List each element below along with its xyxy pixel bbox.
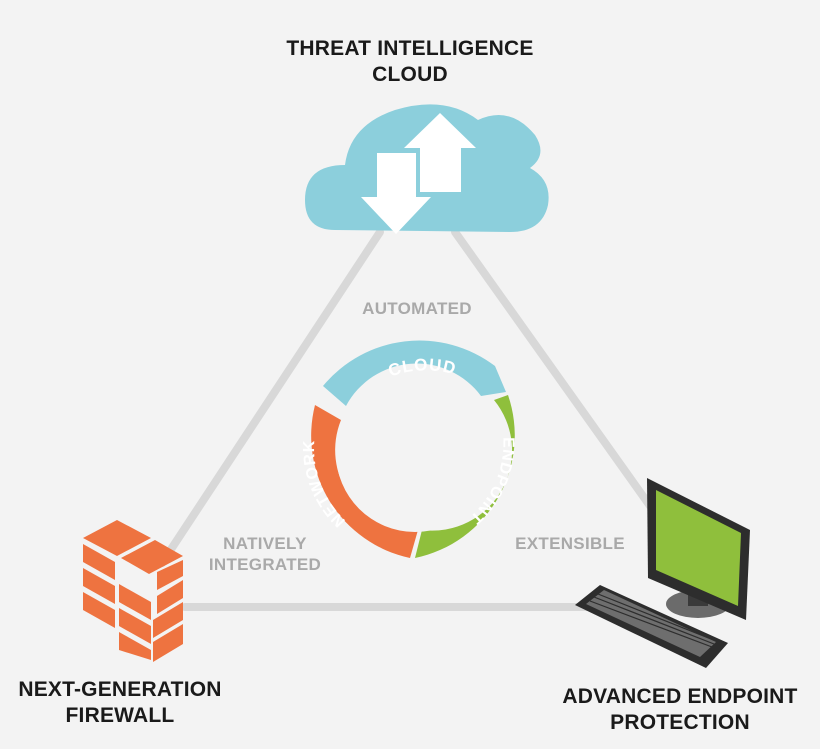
node-title-line: FIREWALL [0, 703, 240, 729]
cycle-ring: CLOUD ENDPOINT NETWORK [301, 341, 517, 558]
edge-label-line: AUTOMATED [337, 298, 497, 319]
node-title-line: ADVANCED ENDPOINT [540, 684, 820, 710]
node-title-line: CLOUD [250, 62, 570, 88]
edge-label-line: EXTENSIBLE [500, 533, 640, 554]
edge-label-line: INTEGRATED [190, 554, 340, 575]
cloud-sync-icon [305, 104, 549, 234]
node-title-firewall: NEXT-GENERATION FIREWALL [0, 677, 240, 730]
edge-label-natively-integrated: NATIVELY INTEGRATED [190, 533, 340, 576]
cycle-center [336, 374, 494, 532]
edge-label-extensible: EXTENSIBLE [500, 533, 640, 554]
brick-wall-icon [83, 520, 183, 662]
node-title-cloud: THREAT INTELLIGENCE CLOUD [250, 36, 570, 89]
node-title-line: NEXT-GENERATION [0, 677, 240, 703]
node-title-endpoint: ADVANCED ENDPOINT PROTECTION [540, 684, 820, 737]
edge-label-line: NATIVELY [190, 533, 340, 554]
node-title-line: PROTECTION [540, 710, 820, 736]
desktop-computer-icon [575, 478, 750, 668]
node-title-line: THREAT INTELLIGENCE [250, 36, 570, 62]
edge-label-automated: AUTOMATED [337, 298, 497, 319]
